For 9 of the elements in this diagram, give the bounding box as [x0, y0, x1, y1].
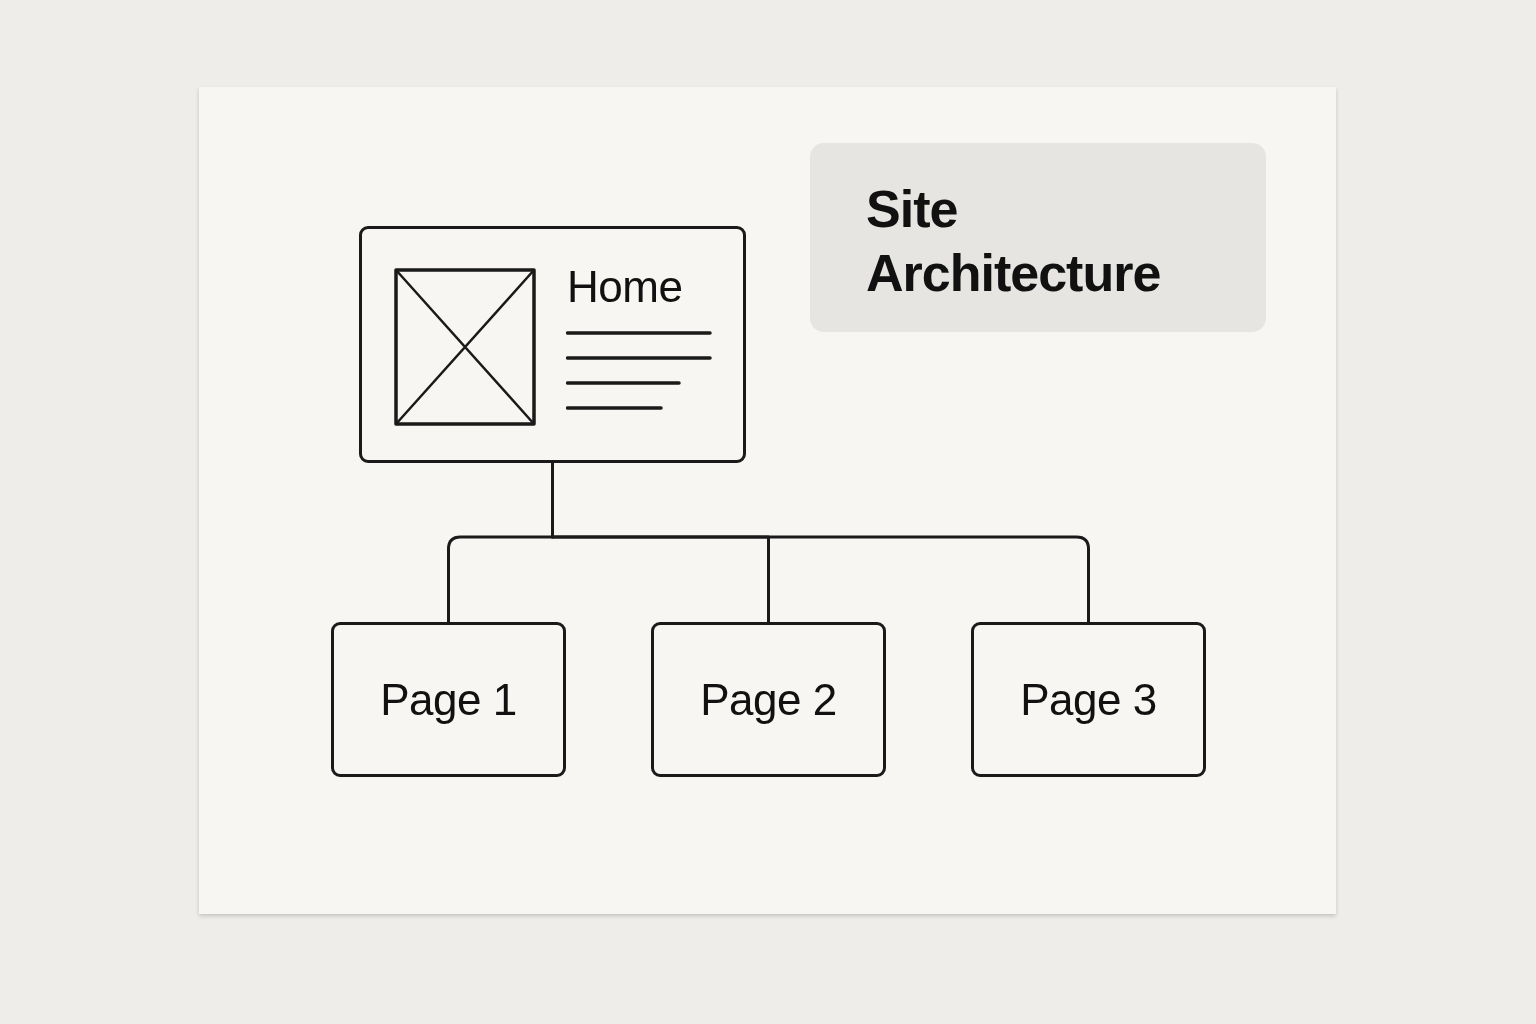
home-page-card	[359, 226, 746, 463]
page-box	[651, 622, 886, 777]
node-label: Page 1	[379, 673, 518, 726]
page-box	[971, 622, 1206, 777]
node-label: Page 2	[699, 673, 838, 726]
diagram-title: Site Architecture	[810, 143, 1266, 332]
page-box	[331, 622, 566, 777]
node-label: Home	[567, 261, 683, 313]
node-label: Page 3	[1019, 673, 1158, 726]
